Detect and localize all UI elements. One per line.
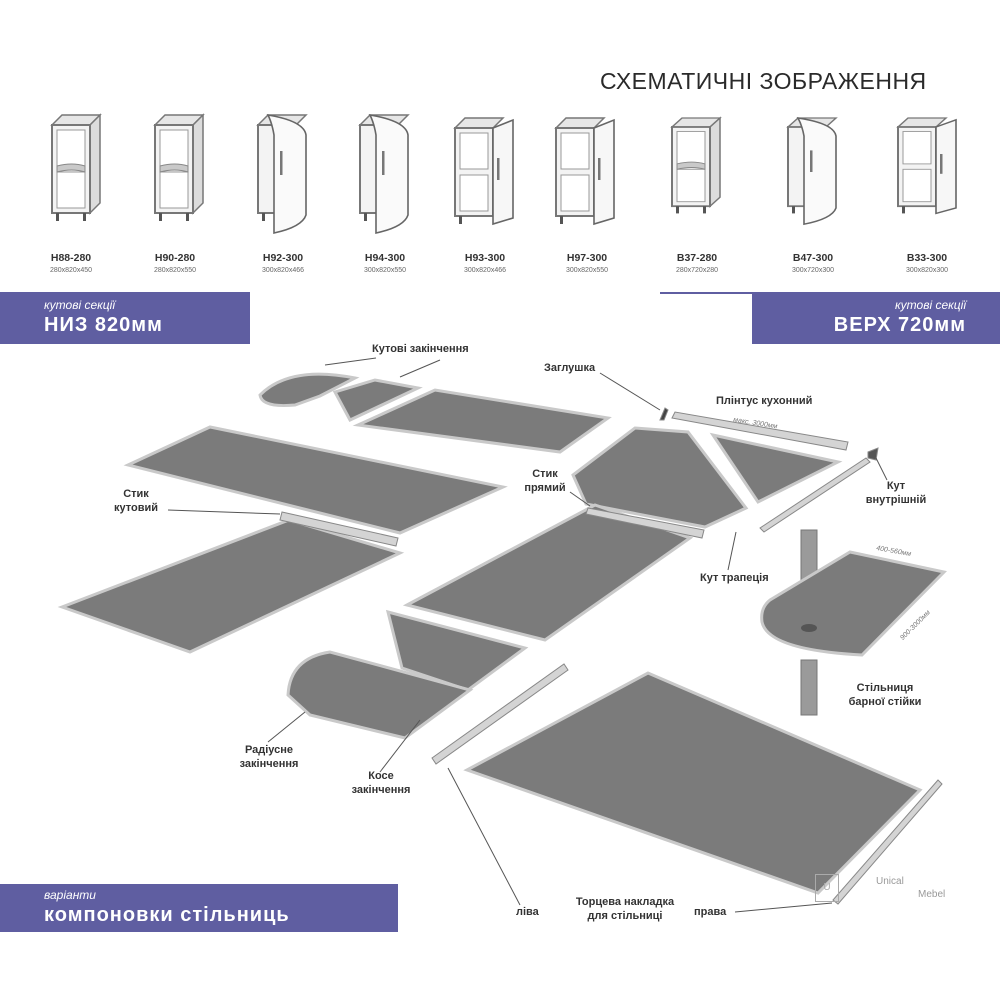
cabinet-code: H97-300 <box>566 252 608 264</box>
banner-top-sections: кутові секції ВЕРХ 720мм <box>752 292 1000 344</box>
cabinet-dims: 280x820x550 <box>153 267 197 274</box>
banner-subtitle: варіанти <box>44 888 96 902</box>
cabinet-code: H92-300 <box>262 252 304 264</box>
bar-counter <box>760 529 947 716</box>
watermark-brand-2: Mebel <box>918 889 946 900</box>
joint-corner-strip <box>279 511 399 547</box>
watermark-brand-1: Unical <box>876 876 904 887</box>
cabinet-h97-drawing <box>555 117 615 225</box>
banner-subtitle: кутові секції <box>895 298 966 312</box>
watermark-logo-icon: U <box>815 874 839 902</box>
label-plinth: Плінтус кухонний <box>716 395 813 407</box>
worktop-top-center <box>352 388 612 454</box>
corner-end-oblique <box>332 378 423 422</box>
cabinet-h93-drawing <box>454 117 514 225</box>
cabinet-b47-drawing <box>787 117 837 226</box>
end-cap-right <box>832 779 943 905</box>
joint-straight-strip <box>585 507 705 539</box>
banner-title: ВЕРХ 720мм <box>833 314 966 336</box>
cabinet-b37-drawing <box>671 117 721 215</box>
worktop-radius-end <box>286 650 474 740</box>
cabinet-code: H94-300 <box>364 252 406 264</box>
cabinet-h94-drawing <box>359 114 409 234</box>
cabinet-code: B37-280 <box>676 252 718 264</box>
cabinet-dims: 300x820x300 <box>905 267 949 274</box>
leader-lines <box>167 357 888 913</box>
cabinet-dims: 300x820x550 <box>363 267 407 274</box>
cabinet-code: H93-300 <box>464 252 506 264</box>
cabinet-code: B47-300 <box>792 252 834 264</box>
cabinet-dims: 300x820x550 <box>565 267 609 274</box>
cabinet-h90-drawing <box>154 114 204 222</box>
worktop-large <box>463 671 923 895</box>
cabinet-b33-drawing <box>897 117 957 215</box>
worktops <box>57 372 923 895</box>
banner-subtitle: кутові секції <box>44 298 115 312</box>
worktop-center-lower <box>402 503 694 642</box>
label-plug: Заглушка <box>544 362 596 374</box>
cabinet-dims: 280x820x450 <box>49 267 93 274</box>
cabinet-h92-drawing <box>257 114 307 234</box>
cabinet-code: B33-300 <box>906 252 948 264</box>
inner-corner-strip <box>759 457 871 533</box>
cabinet-code: H88-280 <box>50 252 92 264</box>
label-trapezoid-corner: Кут трапеція <box>700 572 769 584</box>
inner-corner-cap <box>867 447 879 461</box>
plug-piece <box>659 407 669 421</box>
cabinet-h88-drawing <box>51 114 101 222</box>
corner-end-round <box>258 372 360 407</box>
cabinet-dims: 300x820x466 <box>261 267 305 274</box>
worktop-trapezoid <box>571 426 749 529</box>
worktop-left-lower <box>57 518 405 654</box>
banner-worktop-layouts: варіанти компоновки стільниць <box>0 884 398 932</box>
plinth-strip <box>671 411 849 451</box>
cabinet-dims: 300x720x300 <box>791 267 835 274</box>
banner-title: НИЗ 820мм <box>44 314 163 336</box>
page-title: СХЕМАТИЧНІ ЗОБРАЖЕННЯ <box>600 68 927 94</box>
label-right-cap: права <box>694 906 727 918</box>
label-corner-ends: Кутові закінчення <box>372 343 469 355</box>
end-cap-left <box>431 663 569 765</box>
inner-corner-piece <box>709 432 843 504</box>
cabinet-dims: 280x720x280 <box>675 267 719 274</box>
banner-title: компоновки стільниць <box>44 904 290 926</box>
cabinet-code: H90-280 <box>154 252 196 264</box>
cabinet-dims: 300x820x466 <box>463 267 507 274</box>
label-left-cap: ліва <box>516 906 539 918</box>
worktop-long-left <box>123 425 508 535</box>
accessories <box>279 407 943 905</box>
banner-bottom-sections: кутові секції НИЗ 820мм <box>0 292 250 344</box>
